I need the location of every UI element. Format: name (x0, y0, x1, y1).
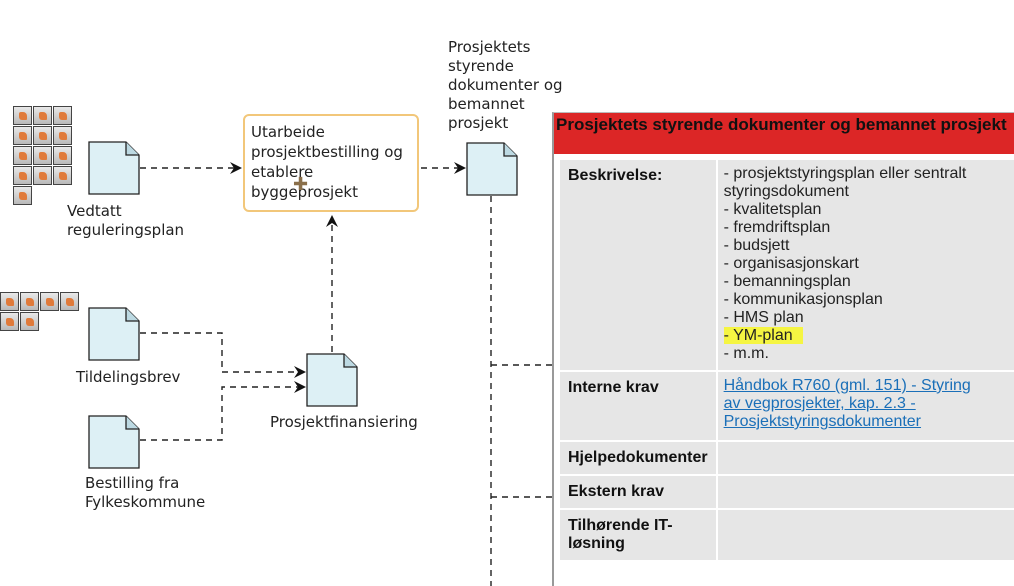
row-ekstern-krav: Ekstern krav (560, 476, 1014, 508)
map-tile-icon (33, 146, 52, 165)
map-tile-icon (53, 166, 72, 185)
document-icon-styrende[interactable] (466, 142, 518, 196)
list-item-highlighted: - YM-plan (723, 327, 1006, 345)
process-label: Utarbeide prosjektbestilling og etablere… (251, 123, 403, 201)
map-tile-icon (53, 106, 72, 125)
list-item: - budsjett (723, 237, 790, 254)
document-icon-bestilling[interactable] (88, 415, 140, 469)
list-item: - HMS plan (723, 309, 804, 326)
map-tile-icon (53, 126, 72, 145)
list-item: - prosjektstyringsplan eller sentralt (723, 165, 967, 182)
row-label-beskrivelse: Beskrivelse: (560, 160, 716, 370)
list-item: - fremdriftsplan (723, 219, 831, 236)
node-label-tildeling: Tildelingsbrev (76, 368, 181, 386)
node-label-finansiering: Prosjektfinansiering (270, 413, 418, 431)
expand-plus-icon[interactable]: ✚ (293, 174, 309, 195)
map-tile-icon (13, 186, 32, 205)
row-hjelpedokumenter: Hjelpedokumenter (560, 442, 1014, 474)
process-box[interactable]: Utarbeide prosjektbestilling og etablere… (243, 114, 419, 212)
map-tiles-icon-group-2 (0, 292, 79, 331)
link-line[interactable]: av vegprosjekter, kap. 2.3 - (723, 395, 916, 412)
map-tile-icon (0, 312, 19, 331)
row-value-interne-krav: Håndbok R760 (gml. 151) - Styring av veg… (717, 372, 1014, 440)
list-item: - organisasjonskart (723, 255, 859, 272)
row-label-it-losning: Tilhørende IT- løsning (560, 510, 716, 560)
map-tile-icon (60, 292, 79, 311)
document-icon-vedtatt[interactable] (88, 141, 140, 195)
row-beskrivelse: Beskrivelse: - prosjektstyringsplan elle… (560, 160, 1014, 370)
list-item: - kvalitetsplan (723, 201, 822, 218)
list-item: - kommunikasjonsplan (723, 291, 883, 308)
map-tile-icon (53, 146, 72, 165)
edge-bestilling-to-finansiering (140, 381, 306, 441)
link-line[interactable]: Håndbok R760 (gml. 151) - Styring (723, 377, 971, 394)
document-icon-finansiering[interactable] (306, 353, 358, 407)
row-value-it-losning (717, 510, 1014, 560)
map-tile-icon (33, 166, 52, 185)
row-label-ekstern-krav: Ekstern krav (560, 476, 716, 508)
popup-title: Prosjektets styrende dokumenter og beman… (554, 113, 1014, 154)
list-item: - m.m. (723, 345, 769, 362)
row-label-hjelpedokumenter: Hjelpedokumenter (560, 442, 716, 474)
link-line[interactable]: Prosjektstyringsdokumenter (723, 413, 922, 430)
map-tile-icon (33, 126, 52, 145)
node-label-bestilling: Bestilling fra Fylkeskommune (85, 474, 206, 511)
map-tiles-icon-group-1 (13, 106, 72, 205)
node-label-styrende: Prosjektets styrende dokumenter og beman… (448, 38, 563, 132)
list-item: - bemanningsplan (723, 273, 851, 290)
detail-popup: Prosjektets styrende dokumenter og beman… (552, 112, 1014, 586)
row-it-losning: Tilhørende IT- løsning (560, 510, 1014, 560)
map-tile-icon (0, 292, 19, 311)
handbok-link[interactable]: Håndbok R760 (gml. 151) - Styring av veg… (724, 377, 1006, 431)
map-tile-icon (20, 292, 39, 311)
edge-tildeling-to-finansiering (140, 332, 306, 378)
row-value-ekstern-krav (717, 476, 1014, 508)
map-tile-icon (20, 312, 39, 331)
highlight-mark: - YM-plan (723, 327, 803, 344)
map-tile-icon (40, 292, 59, 311)
map-tile-icon (13, 106, 32, 125)
row-value-hjelpedokumenter (717, 442, 1014, 474)
map-tile-icon (13, 166, 32, 185)
list-item: styringsdokument (723, 183, 849, 200)
node-label-vedtatt: Vedtatt reguleringsplan (67, 202, 185, 239)
document-icon-tildeling[interactable] (88, 307, 140, 361)
map-tile-icon (33, 106, 52, 125)
row-interne-krav: Interne krav Håndbok R760 (gml. 151) - S… (560, 372, 1014, 440)
row-value-beskrivelse: - prosjektstyringsplan eller sentralt st… (717, 160, 1014, 370)
map-tile-icon (13, 146, 32, 165)
map-tile-icon (13, 126, 32, 145)
row-label-interne-krav: Interne krav (560, 372, 716, 440)
detail-table: Beskrivelse: - prosjektstyringsplan elle… (558, 158, 1014, 562)
